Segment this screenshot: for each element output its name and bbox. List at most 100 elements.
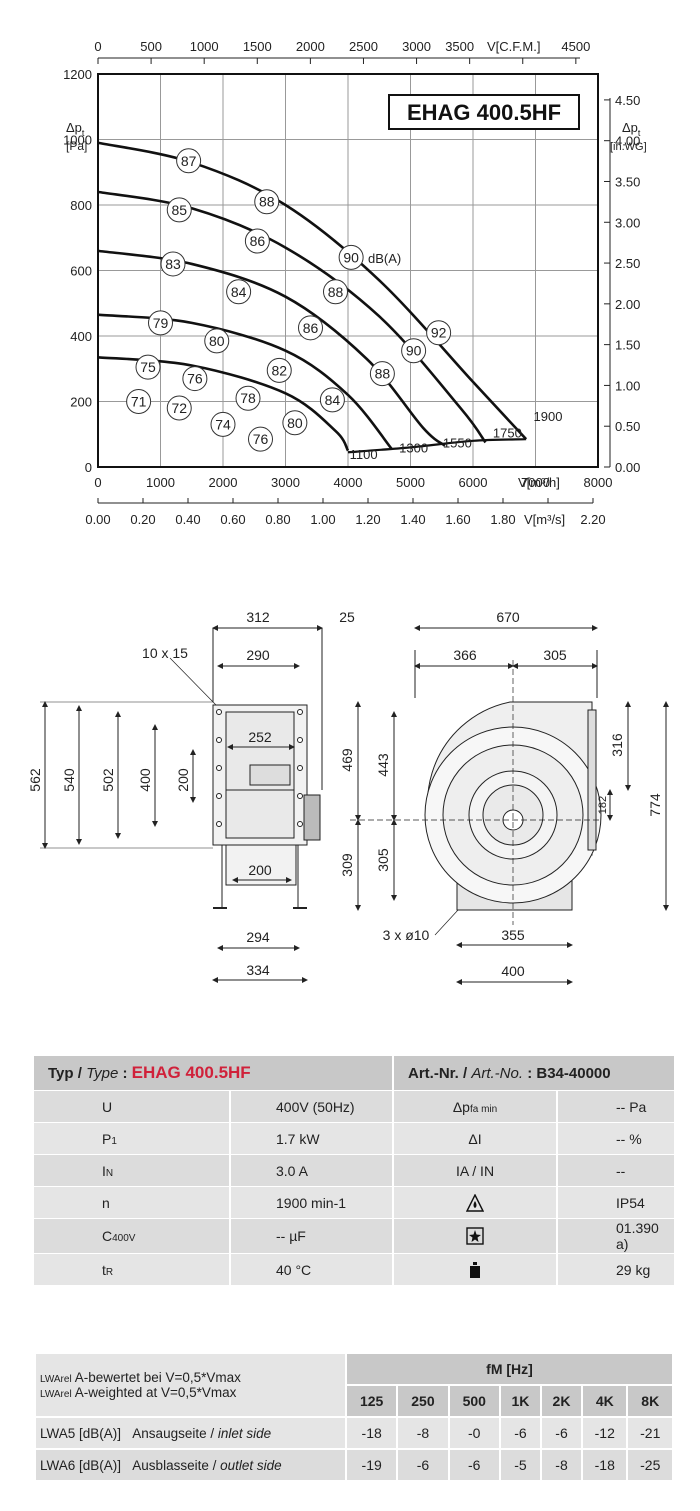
spec-value: -- µF — [229, 1218, 393, 1254]
x-tick-label: 5000 — [396, 475, 425, 490]
spec-key: P1 — [34, 1122, 230, 1155]
noise-marker-label: 80 — [287, 415, 303, 431]
noise-marker-label: 88 — [259, 194, 275, 210]
noise-marker-circle — [135, 354, 161, 380]
noise-marker: 90 — [338, 244, 364, 270]
freq-header-cell: 1K — [498, 1384, 542, 1418]
speed-label: 1300 — [399, 440, 428, 455]
top-tick-label: 3500 — [445, 39, 474, 54]
right-tick-label: 0.00 — [615, 460, 640, 475]
x-tick-label: 0 — [94, 475, 101, 490]
y-tick-label: 400 — [70, 329, 92, 344]
noise-marker-label: 86 — [250, 233, 266, 249]
noise-marker: 76 — [248, 426, 273, 452]
spec-key: C400V — [34, 1218, 230, 1254]
noise-marker-label: 88 — [375, 366, 391, 382]
y-axis-right-unit: [in.WG] — [610, 141, 647, 153]
svg-text:774: 774 — [647, 793, 663, 817]
right-tick-label: 3.00 — [615, 215, 640, 230]
noise-marker-circle — [160, 251, 186, 277]
plot-frame — [97, 73, 599, 468]
noise-marker: 80 — [204, 328, 230, 354]
noise-marker-circle — [298, 315, 323, 341]
bottom2-axis-label: V[m³/s] — [524, 512, 565, 527]
noise-marker: 88 — [254, 189, 280, 215]
noise-value: -0 — [447, 1416, 501, 1450]
svg-text:400: 400 — [501, 963, 525, 979]
noise-marker-label: 80 — [209, 333, 225, 349]
spec-key: tR — [34, 1253, 230, 1286]
spec-key: U — [34, 1090, 230, 1123]
svg-text:305: 305 — [375, 848, 391, 872]
freq-header-cell: 125 — [344, 1384, 399, 1418]
noise-marker-label: 92 — [431, 325, 447, 341]
spec-value: 1900 min-1 — [229, 1186, 393, 1219]
spec-value2: 01.390 a) — [556, 1218, 674, 1254]
svg-text:502: 502 — [100, 768, 116, 792]
bottom2-tick-label: 0.40 — [175, 512, 200, 527]
front-view — [350, 625, 669, 985]
spec-row: C400V-- µF 01.390 a) — [34, 1218, 674, 1254]
svg-text:400: 400 — [137, 768, 153, 792]
noise-table: LWArel A-bewertet bei V=0,5*Vmax LWArel … — [34, 1352, 674, 1482]
y-tick-label: 800 — [70, 198, 92, 213]
spec-key: IN — [34, 1154, 230, 1187]
noise-marker: 78 — [235, 385, 261, 411]
noise-value: -8 — [539, 1448, 584, 1482]
x-axis-label: V[m³/h] — [518, 475, 560, 490]
noise-marker-circle — [176, 148, 202, 174]
top-tick-label: 4500 — [561, 39, 590, 54]
spec-header-row: Typ / Type : EHAG 400.5HF Art.-Nr. / Art… — [34, 1056, 674, 1091]
right-tick-label: 1.50 — [615, 338, 640, 353]
noise-marker-label: 84 — [325, 392, 341, 408]
noise-marker-circle — [369, 361, 395, 387]
noise-value: -18 — [581, 1448, 629, 1482]
art-value: B34-40000 — [536, 1064, 611, 1082]
freq-header: fM [Hz] — [345, 1352, 674, 1386]
svg-text:562: 562 — [27, 768, 43, 792]
side-view-labels: 312 25 290 10 x 15 252 562 540 502 400 2… — [27, 609, 355, 978]
noise-value: -25 — [626, 1448, 674, 1482]
noise-marker: 84 — [319, 387, 345, 413]
spec-key2: Δpfa min — [392, 1090, 557, 1123]
spec-value: 3.0 A — [229, 1154, 393, 1187]
chart-title-box: EHAG 400.5HF — [388, 94, 580, 130]
right-tick-label: 4.00 — [615, 134, 640, 149]
noise-marker: 86 — [244, 228, 270, 254]
noise-marker: 83 — [160, 251, 186, 277]
x-tick-label: 7000 — [521, 475, 550, 490]
noise-marker-label: 76 — [187, 371, 203, 387]
svg-text:3 x ø10: 3 x ø10 — [383, 927, 430, 943]
noise-marker-circle — [182, 366, 208, 392]
bottom2-tick-label: 0.00 — [85, 512, 110, 527]
noise-marker: 85 — [166, 197, 192, 223]
svg-text:309: 309 — [339, 853, 355, 877]
noise-value: -6 — [539, 1416, 584, 1450]
noise-marker-label: 72 — [171, 400, 187, 416]
svg-text:443: 443 — [375, 753, 391, 777]
bottom2-tick-label: 0.60 — [220, 512, 245, 527]
noise-marker: 82 — [266, 357, 292, 383]
operating-limit-line — [347, 438, 527, 454]
y-axis-unit: [Pa] — [66, 139, 87, 153]
noise-marker-label: 87 — [181, 153, 197, 169]
top-tick-label: 3000 — [402, 39, 431, 54]
right-tick-label: 3.50 — [615, 174, 640, 189]
noise-marker-circle — [266, 357, 292, 383]
noise-marker-circle — [338, 244, 364, 270]
noise-marker: 90 — [401, 338, 427, 364]
noise-marker: 75 — [135, 354, 161, 380]
protection-icon — [392, 1186, 557, 1219]
noise-marker-label: 78 — [240, 390, 256, 406]
fan-curve-1900 — [97, 141, 528, 441]
chart-title: EHAG 400.5HF — [407, 100, 561, 125]
right-tick-label: 2.50 — [615, 256, 640, 271]
spec-table: Typ / Type : EHAG 400.5HF Art.-Nr. / Art… — [34, 1056, 674, 1286]
wiring-diagram-icon — [392, 1218, 557, 1254]
noise-markers: 8788909285868890838486887980828475767880… — [126, 148, 452, 452]
noise-marker-label: 75 — [140, 359, 156, 375]
